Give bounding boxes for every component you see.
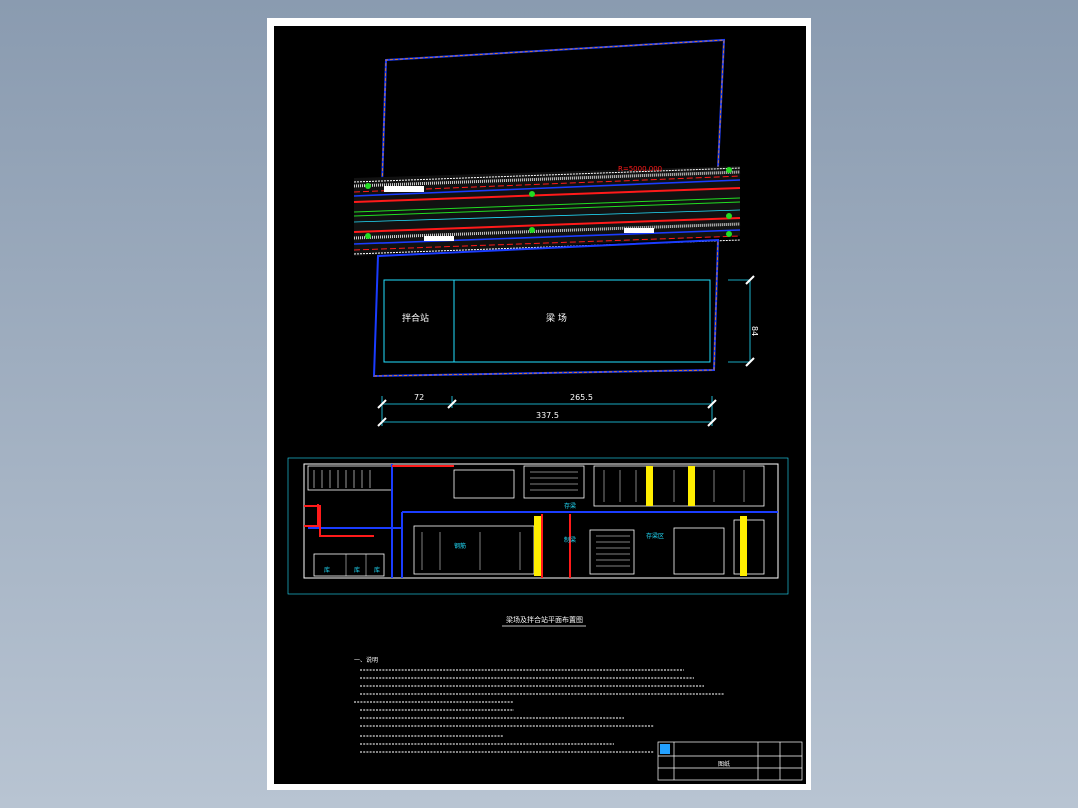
railway-corridor: R=5000.000 bbox=[353, 165, 741, 256]
cad-drawing-canvas: R=5000.000 拌合站 梁 场 7 bbox=[274, 26, 806, 784]
dim-84: 84 bbox=[750, 326, 759, 336]
dim-337: 337.5 bbox=[536, 411, 559, 420]
dim-72: 72 bbox=[414, 393, 424, 402]
south-boundary-dashed bbox=[373, 239, 719, 377]
yard-outline bbox=[383, 279, 711, 363]
gantry-crane-tracks bbox=[534, 466, 747, 576]
notes-block: 一、说明 bbox=[354, 656, 724, 753]
layout-dim-frame bbox=[287, 457, 789, 595]
layout-plan: 库 库 库 钢筋 存梁 制梁 存梁区 梁场及拌合站平面布置图 bbox=[287, 457, 789, 627]
notes-heading: 一、说明 bbox=[354, 656, 378, 664]
logo-mark bbox=[660, 744, 670, 754]
north-boundary-dashed bbox=[381, 39, 725, 187]
area-2-label: 存梁 bbox=[564, 502, 576, 510]
north-boundary bbox=[380, 38, 726, 188]
room-b-label: 库 bbox=[354, 566, 360, 574]
area-4-label: 存梁区 bbox=[646, 532, 664, 540]
title-block-name: 图纸 bbox=[718, 760, 730, 768]
area-1-label: 钢筋 bbox=[454, 542, 466, 550]
dim-265: 265.5 bbox=[570, 393, 593, 402]
beam-yard-label: 梁 场 bbox=[546, 312, 567, 324]
mixing-station-label: 拌合站 bbox=[402, 312, 429, 324]
curve-radius-label: R=5000.000 bbox=[618, 165, 662, 173]
site-plan: R=5000.000 拌合站 梁 场 7 bbox=[353, 38, 759, 427]
room-a-label: 库 bbox=[324, 566, 330, 574]
layout-plan-title: 梁场及拌合站平面布置图 bbox=[506, 615, 583, 624]
dimension-ticks bbox=[377, 275, 755, 427]
room-c-label: 库 bbox=[374, 566, 380, 574]
south-boundary bbox=[372, 238, 720, 378]
title-block bbox=[657, 741, 803, 781]
dimension-lines bbox=[381, 279, 751, 426]
area-3-label: 制梁 bbox=[564, 536, 576, 544]
cad-svg: R=5000.000 拌合站 梁 场 7 bbox=[287, 38, 803, 781]
